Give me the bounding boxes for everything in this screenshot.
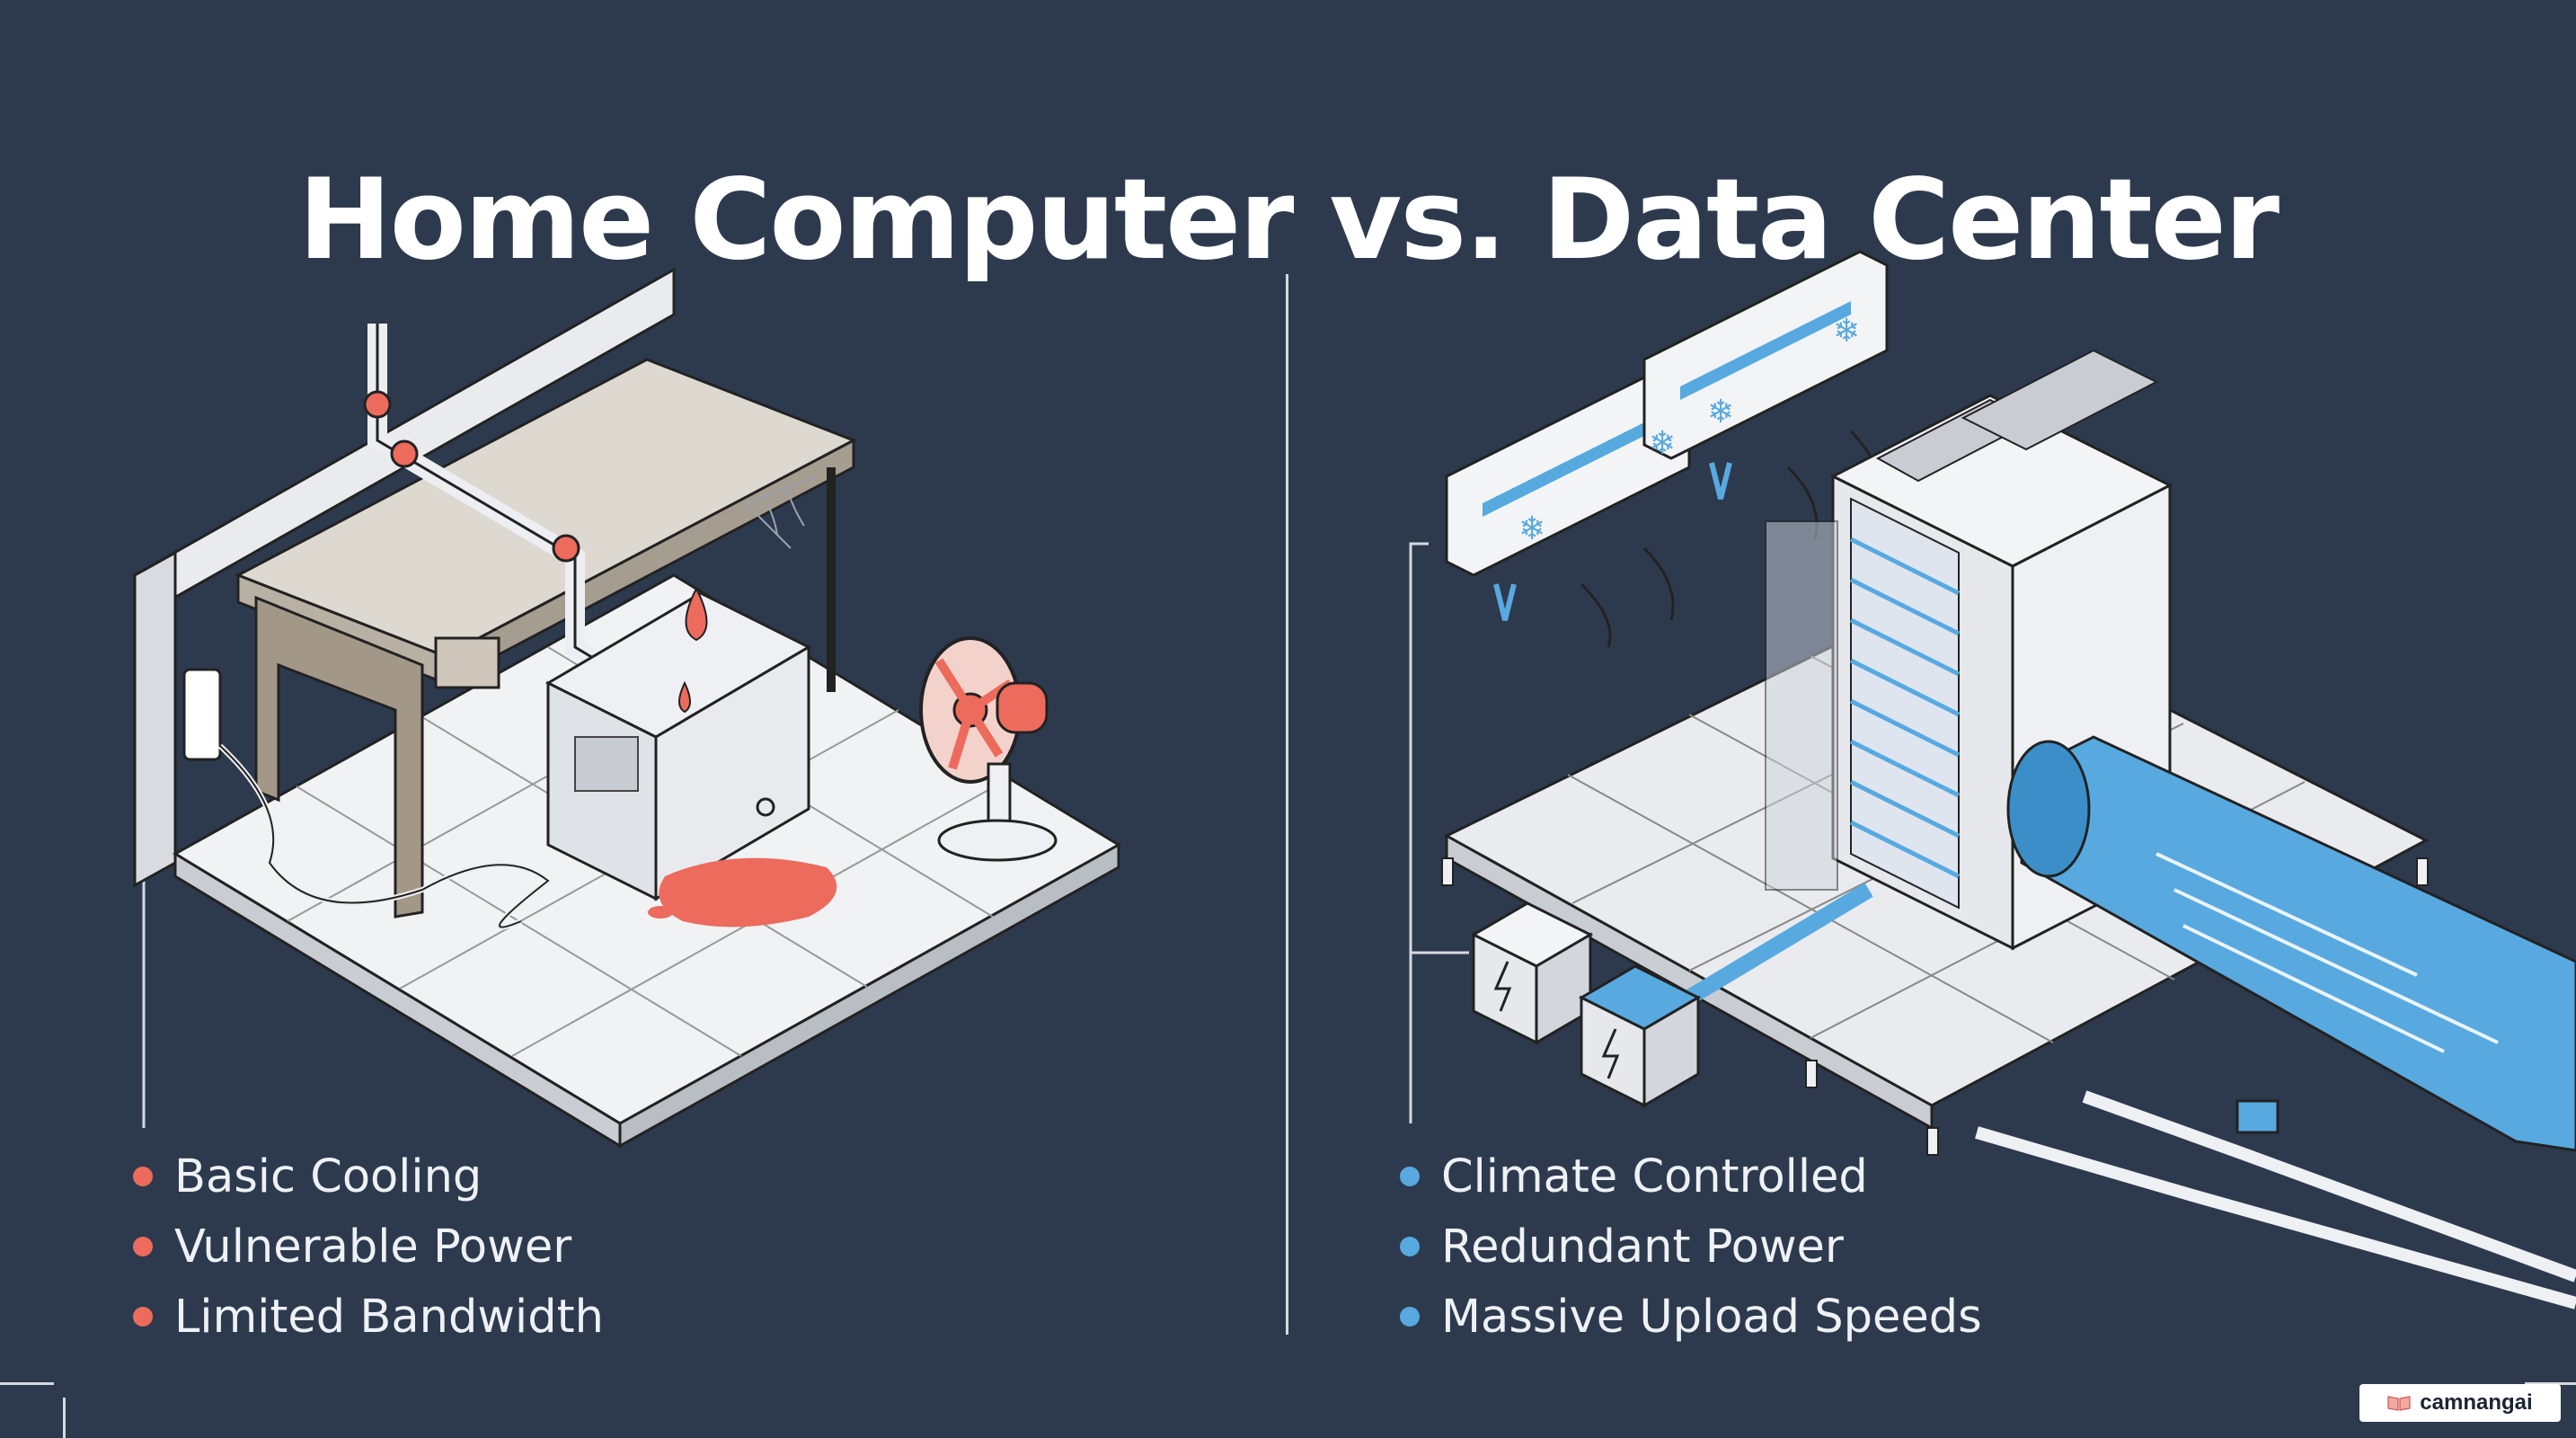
list-item: Climate Controlled [1400,1141,1982,1212]
list-item-label: Basic Cooling [174,1150,482,1203]
svg-text:❄: ❄ [1707,394,1734,431]
list-item: Massive Upload Speeds [1400,1282,1982,1352]
water-drop-icon [685,586,708,642]
list-item: Limited Bandwidth [133,1282,604,1352]
data-center-list: Climate Controlled Redundant Power Massi… [1400,1141,1982,1352]
list-item: Basic Cooling [133,1141,604,1212]
power-outlet [182,668,222,761]
corner-mark [63,1398,66,1438]
watermark-badge: camnangai [2359,1384,2561,1422]
page-title: Home Computer vs. Data Center [297,155,2279,286]
svg-text:❄: ❄ [1833,313,1860,350]
book-icon [2387,1396,2411,1411]
desk-fan [919,636,1058,862]
bullet-dot [133,1167,153,1186]
bullet-dot [133,1307,153,1327]
list-item-label: Vulnerable Power [174,1220,572,1274]
air-conditioner-units: ❄ ❄ ❄ ❄ [1445,250,1889,648]
fiber-pipe [2006,735,2576,1152]
battery-backup [1470,901,1702,1108]
lightning-icon [1493,961,1512,1012]
corner-mark [0,1382,54,1385]
cobweb [745,475,819,549]
list-item-label: Climate Controlled [1441,1150,1868,1203]
bullet-dot [1400,1307,1420,1327]
bullet-dot [133,1237,153,1256]
svg-text:❄: ❄ [1518,510,1545,547]
puddle [659,857,837,928]
svg-text:❄: ❄ [1649,425,1676,462]
list-item-label: Redundant Power [1441,1220,1844,1274]
corner-mark [2525,1382,2576,1385]
bullet-dot [1400,1237,1420,1256]
pc-tower [544,591,812,901]
list-item-label: Massive Upload Speeds [1441,1290,1982,1344]
panel-divider [1286,274,1288,1335]
watermark-text: camnangai [2420,1390,2533,1415]
list-item-label: Limited Bandwidth [174,1290,604,1344]
list-item: Redundant Power [1400,1212,1982,1282]
bullet-dot [1400,1167,1420,1186]
home-computer-list: Basic Cooling Vulnerable Power Limited B… [133,1141,604,1352]
list-item: Vulnerable Power [133,1212,604,1282]
